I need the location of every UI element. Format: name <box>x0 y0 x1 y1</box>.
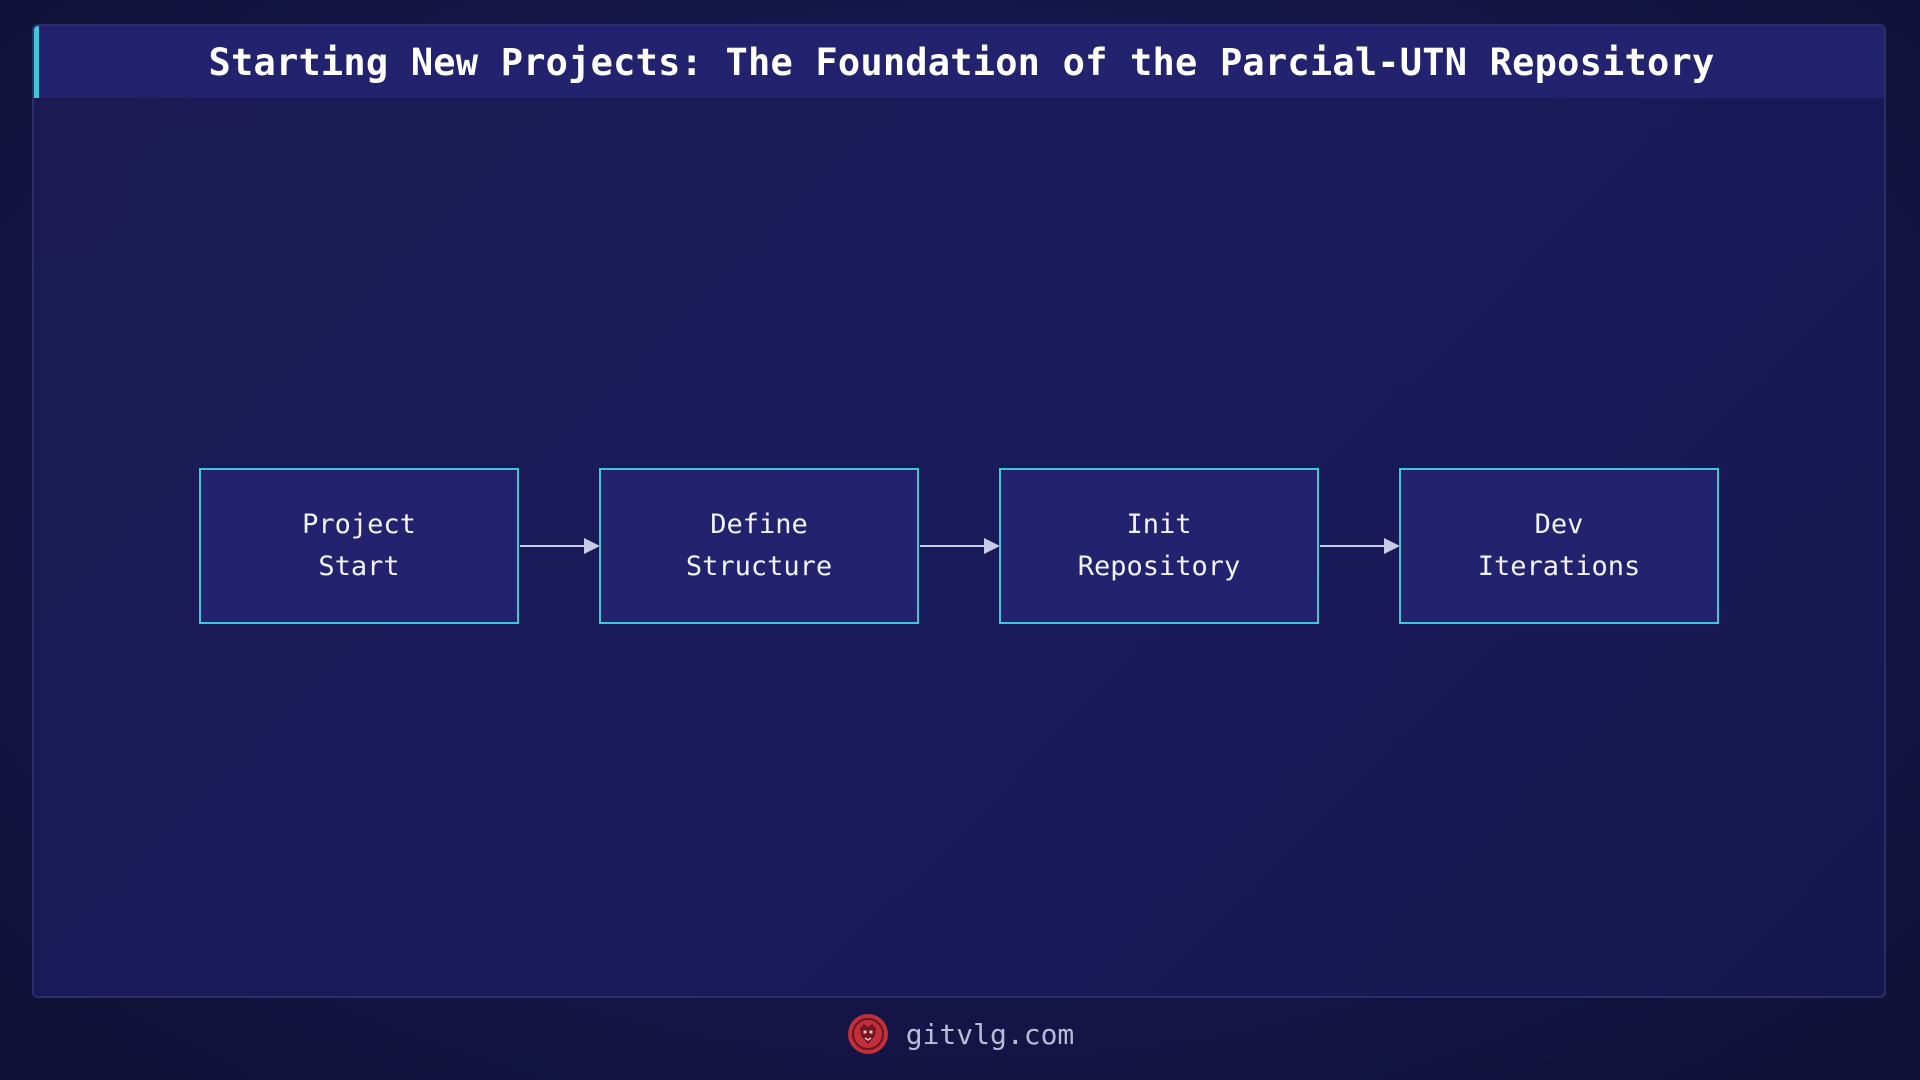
node-label-line: Start <box>318 551 400 582</box>
node-label: Init Repository <box>1009 504 1309 588</box>
node-label: Define Structure <box>609 504 909 588</box>
page-title: Starting New Projects: The Foundation of… <box>208 40 1715 84</box>
node-label-line: Iterations <box>1477 551 1641 582</box>
node-project-start: Project Start <box>199 468 519 624</box>
node-define-structure: Define Structure <box>599 468 919 624</box>
node-label-line: Dev <box>1534 509 1584 540</box>
lion-logo-icon <box>847 1014 888 1054</box>
node-label: Project Start <box>209 504 509 588</box>
footer: gitvlg.com <box>0 1010 1920 1058</box>
node-label-line: Structure <box>685 551 833 582</box>
node-label: Dev Iterations <box>1409 504 1709 588</box>
footer-site-link[interactable]: gitvlg.com <box>905 1017 1075 1051</box>
node-dev-iterations: Dev Iterations <box>1399 468 1719 624</box>
node-label-line: Init <box>1126 509 1192 540</box>
node-label-line: Define <box>710 509 808 540</box>
node-label-line: Project <box>302 509 416 540</box>
node-init-repository: Init Repository <box>999 468 1319 624</box>
node-label-line: Repository <box>1077 551 1241 582</box>
title-bar: Starting New Projects: The Foundation of… <box>34 26 1884 98</box>
